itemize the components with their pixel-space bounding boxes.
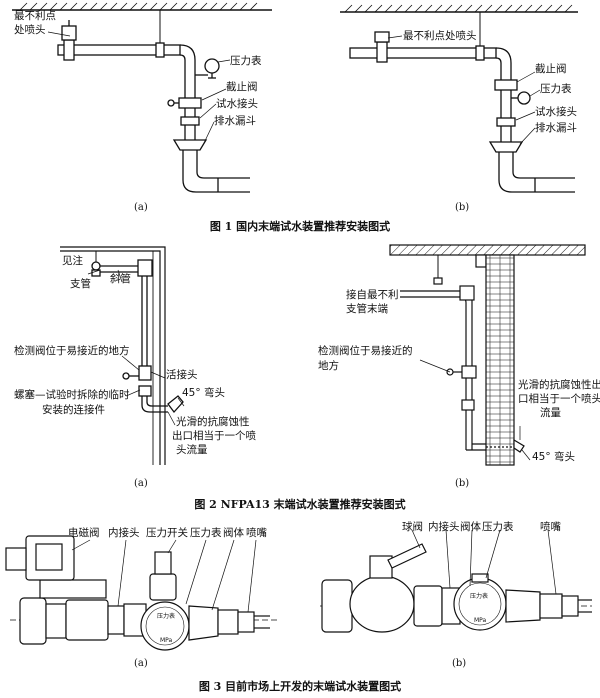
ceiling-hatch: [19, 2, 258, 11]
fig1b-worst-point-label: 最不利点处喷头: [403, 30, 477, 42]
fig1b-gauge-icon: [517, 91, 531, 105]
fig1a-sprinkler-label: 处喷头: [14, 24, 46, 36]
fig3a-solenoid-label: 电磁阀: [68, 526, 100, 539]
fig3a-pressure-switch-label: 压力开关: [146, 526, 188, 539]
fig2a-check-valve-label: 检测阀位于易接近的地方: [14, 344, 130, 357]
horizontal-pipe: [57, 44, 181, 56]
sprinkler-tee: [63, 39, 75, 61]
fig2a-inclined-pipe-label: 斜管: [110, 272, 131, 285]
fig1a-worst-point-label: 最不利点: [14, 10, 56, 22]
pipe-coupling: [155, 42, 165, 58]
fig3b-drawing: [320, 529, 592, 633]
fig3b-gauge-text: 压力表: [470, 592, 488, 600]
fig2a-drawing: [60, 246, 185, 465]
fig3b-valve-body: [505, 589, 541, 623]
fig1a-sublabel: (a): [134, 202, 148, 213]
fig3b-ball-valve-label: 球阀: [402, 520, 423, 533]
fig2a-sublabel: (a): [134, 478, 148, 489]
fig2b-ceiling-slab: [389, 244, 586, 256]
fig3b-nozzle-label: 喷嘴: [540, 521, 561, 533]
fig2a-see-note-label: 见注: [62, 254, 83, 267]
fig2b-outlet-label-2: 口相当于一个喷头: [518, 392, 600, 405]
fig1b-drain-funnel-label: 排水漏斗: [535, 121, 577, 134]
solenoid-inlet-nut: [19, 597, 47, 645]
fig2b-drawing: [389, 244, 586, 466]
drain-funnel-icon: [172, 139, 208, 151]
ball-valve-inlet: [321, 579, 353, 633]
sprinkler-head: [61, 25, 77, 41]
fig3a-sublabel: (a): [134, 658, 148, 669]
solenoid-base: [39, 579, 107, 599]
solenoid-body: [65, 599, 109, 641]
riser-pipe: [179, 44, 196, 140]
fig2b-outlet-label-3: 流量: [540, 406, 561, 419]
fig3a-nozzle: [237, 611, 255, 633]
fig3b-body-label: 阀体: [460, 520, 481, 533]
fig2a-elbow-label: 45° 弯头: [182, 386, 225, 399]
fig1a-pressure-gauge-label: 压力表: [230, 54, 262, 67]
fig3a-inner-joint: [107, 605, 125, 635]
fig3b-sublabel: (b): [452, 658, 466, 669]
fig2a-plug-label-2: 安装的连接件: [42, 403, 105, 416]
stop-valve-body: [178, 97, 202, 109]
fig1b-stop-valve-label: 截止阀: [535, 62, 567, 75]
fig1a-drawing: [12, 2, 272, 193]
fig1a-drain-funnel-label: 排水漏斗: [214, 114, 256, 127]
stop-valve-handle-icon: [167, 99, 175, 107]
fig3b-nozzle: [561, 595, 579, 617]
fig1b-pressure-gauge-label: 压力表: [540, 82, 572, 95]
ball-valve-body-icon: [349, 575, 415, 633]
test-connector: [180, 116, 200, 126]
fig1-caption: 图 1 国内末端试水装置推荐安装图式: [210, 219, 390, 233]
fig3a-valve-body: [188, 605, 219, 641]
fig1b-drawing: [340, 4, 578, 193]
fig2b-elbow-label: 45° 弯头: [532, 450, 575, 463]
fig2b-sublabel: (b): [455, 478, 469, 489]
drain-pipe: [182, 150, 250, 193]
fig2a-outlet-label-1: 光滑的抗腐蚀性: [176, 415, 250, 428]
fig1a-stop-valve-label: 截止阀: [226, 80, 258, 93]
fig2b-check-label-1: 检测阀位于易接近的: [318, 344, 413, 357]
fig2a-outlet-label-2: 出口相当于一个喷: [172, 429, 256, 442]
fig1b-sublabel: (b): [455, 202, 469, 213]
fig3a-inner-joint-label: 内接头: [108, 526, 140, 539]
fig2b-outlet-label-1: 光滑的抗腐蚀性出: [518, 378, 600, 391]
fig3a-body-label: 阀体: [223, 526, 244, 539]
ball-valve-handle-icon: [387, 543, 427, 569]
fig2b-from-label-1: 接自最不利: [346, 288, 399, 301]
fig2a-plug-label-1: 螺塞—试验时拆除的临时: [14, 388, 130, 401]
fig2a-branch-pipe-label: 支管: [70, 277, 91, 290]
fig3b-gauge-unit: MPa: [474, 617, 487, 624]
fig3a-pressure-gauge-label: 压力表: [190, 526, 222, 539]
fig3b-pressure-gauge-label: 压力表: [482, 520, 514, 533]
fig2a-union-label: 活接头: [166, 368, 198, 381]
fig3-caption: 图 3 目前市场上开发的末端试水装置图式: [199, 679, 401, 693]
fig1b-test-connector-label: 试水接头: [535, 105, 577, 118]
fig3b-inner-joint-label: 内接头: [428, 520, 460, 533]
fig2a-outlet-label-3: 头流量: [176, 443, 208, 456]
fig3a-nozzle-label: 喷嘴: [246, 527, 267, 539]
pressure-switch-icon: [149, 573, 177, 601]
fig2b-brick-wall: [485, 254, 515, 466]
fig2b-from-label-2: 支管末端: [346, 302, 388, 315]
fig2b-check-label-2: 地方: [318, 359, 339, 372]
pressure-gauge-icon: [204, 58, 220, 74]
fig3a-gauge-text: 压力表: [157, 612, 175, 620]
fig3a-gauge-unit: MPa: [160, 637, 173, 644]
fig2-caption: 图 2 NFPA13 末端试水装置推荐安装图式: [194, 497, 405, 511]
fig1a-test-connector-label: 试水接头: [216, 97, 258, 110]
fig3a-drawing: [5, 535, 280, 651]
